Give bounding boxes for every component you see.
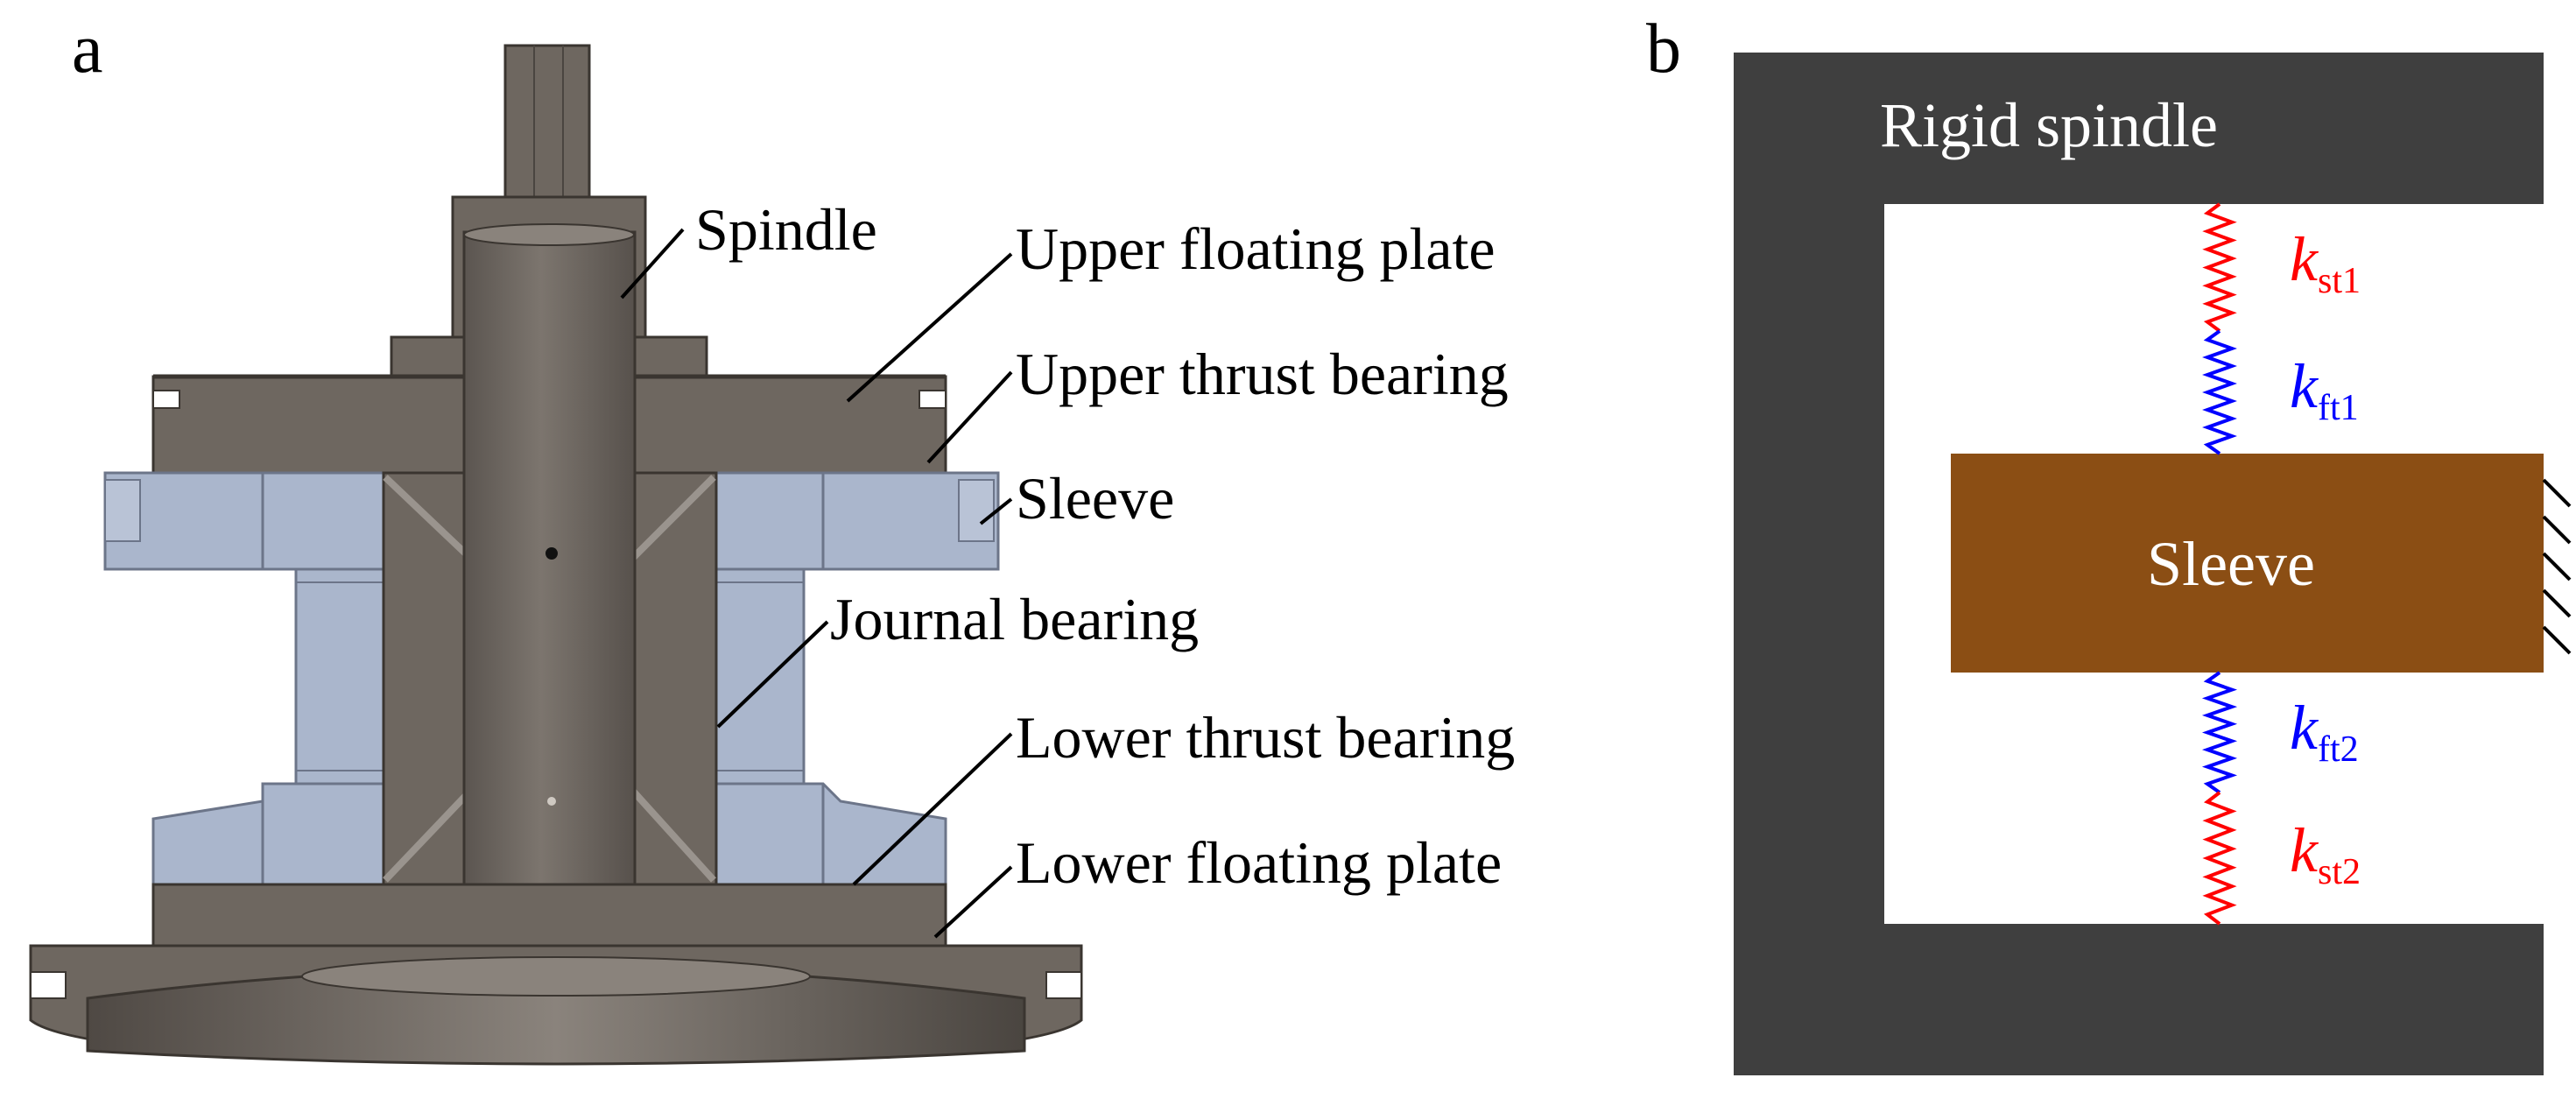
panel-b: b Rigid spindle Sleeve kst1 kft1 kft2 ks… <box>1646 11 2572 1075</box>
leader-lines <box>620 228 1013 939</box>
label-lower-thrust-bearing: Lower thrust bearing <box>1016 704 1515 771</box>
spring-st1 <box>2202 202 2237 333</box>
label-upper-floating-plate: Upper floating plate <box>1016 215 1496 282</box>
bearing-cross-section <box>29 44 1083 1066</box>
spring-labels: kst1 kft1 kft2 kst2 <box>2290 224 2361 892</box>
rigid-spindle-label: Rigid spindle <box>1880 90 2218 160</box>
spring-ft1 <box>2202 329 2237 455</box>
part-labels: Spindle Upper floating plate Upper thrus… <box>695 196 1515 896</box>
sleeve-block-label: Sleeve <box>2147 529 2315 599</box>
spring-label-ft2: kft2 <box>2290 693 2359 770</box>
spring-ft2 <box>2201 671 2238 794</box>
spring-label-st2: kst2 <box>2290 815 2361 892</box>
label-spindle: Spindle <box>695 196 877 263</box>
ground-hatch <box>2542 478 2572 655</box>
label-journal-bearing: Journal bearing <box>830 586 1199 652</box>
springs <box>2201 202 2238 926</box>
sleeve-block <box>1951 454 2544 673</box>
label-lower-floating-plate: Lower floating plate <box>1016 829 1502 896</box>
label-sleeve: Sleeve <box>1016 465 1174 532</box>
panel-a: a <box>29 11 1515 1066</box>
spring-st2 <box>2202 791 2237 926</box>
spring-label-st1: kst1 <box>2290 224 2361 301</box>
panel-a-letter: a <box>72 11 103 88</box>
label-upper-thrust-bearing: Upper thrust bearing <box>1016 341 1509 407</box>
panel-b-letter: b <box>1646 11 1681 88</box>
spring-label-ft1: kft1 <box>2290 351 2359 428</box>
